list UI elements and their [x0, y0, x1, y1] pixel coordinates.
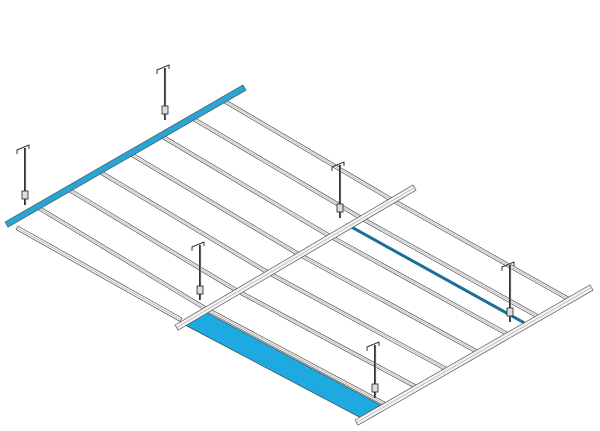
cross-rail-upper-groove — [96, 169, 268, 273]
hanger-hook-icon — [191, 241, 205, 251]
main-rail-highlighted-groove — [6, 87, 245, 225]
hanger-clip — [161, 105, 169, 115]
hanger-clip — [196, 285, 204, 295]
hanger-clip — [336, 203, 344, 213]
cross-rail-highlighted — [345, 222, 525, 325]
hanger-hook-icon — [156, 64, 170, 74]
hanger-clip — [21, 190, 29, 200]
cross-rail-upper-groove — [158, 134, 329, 236]
cross-rail-lower-groove — [235, 289, 416, 387]
hanger-hook-icon — [331, 161, 345, 171]
ceiling-panel-highlighted — [179, 309, 382, 418]
cross-rail-upper-groove — [189, 116, 360, 218]
cross-rail-lower-groove — [390, 198, 569, 299]
hanger-hook-icon — [366, 341, 380, 351]
hanger-hook-icon — [16, 144, 30, 154]
hanger-clip — [371, 383, 379, 393]
cross-rail-upper-groove — [65, 187, 237, 291]
main-rail-front-groove — [356, 287, 592, 423]
edge-cross-rail-groove — [16, 227, 182, 320]
cross-rail-lower-groove — [266, 271, 446, 370]
cross-rail-upper-groove — [34, 205, 206, 309]
hanger-clip — [506, 307, 514, 317]
hanger-hook-icon — [501, 261, 515, 271]
cross-rail-lower-groove — [328, 235, 508, 335]
cross-rail-upper-groove — [220, 98, 391, 200]
cross-rail-lower-groove — [359, 217, 538, 317]
cross-rail-lower-groove — [204, 308, 385, 405]
cross-rail-upper-groove — [127, 152, 298, 254]
cross-rail-lower-groove — [297, 253, 477, 352]
main-rail-middle-groove — [176, 187, 415, 328]
